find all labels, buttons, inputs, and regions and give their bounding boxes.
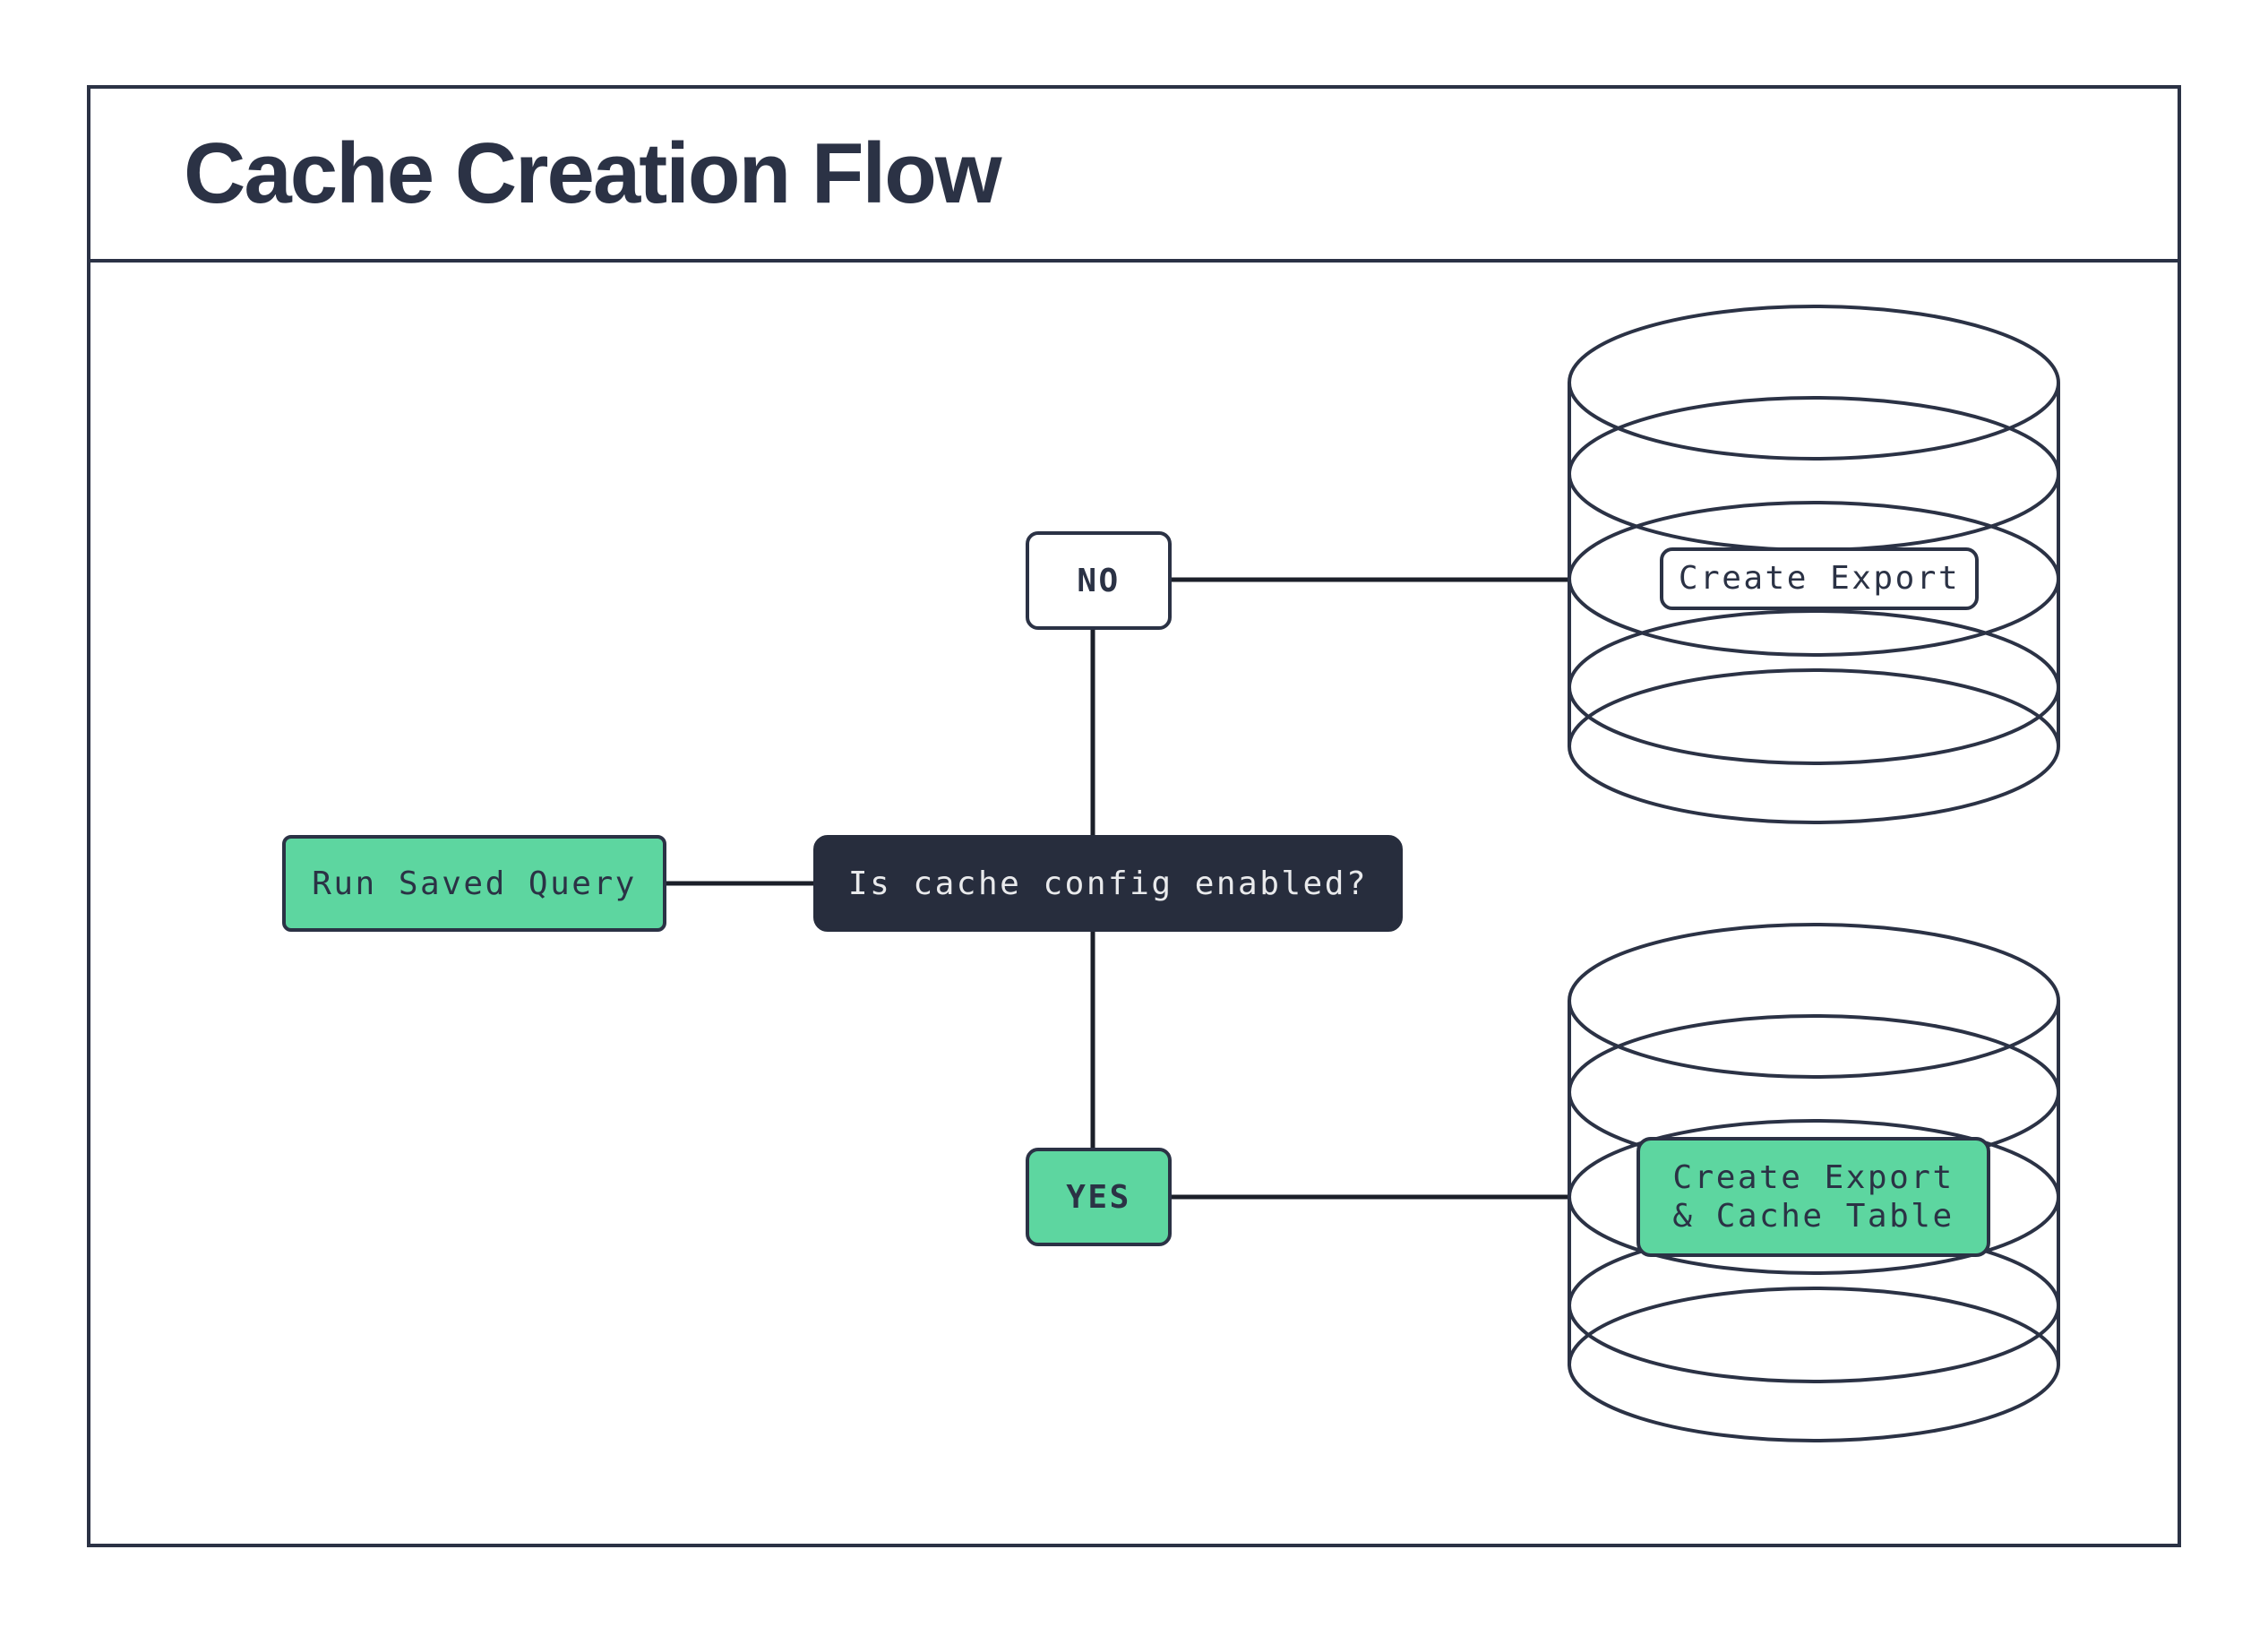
node-cache-config-decision-label: Is cache config enabled? bbox=[847, 865, 1369, 902]
node-run-saved-query: Run Saved Query bbox=[282, 835, 666, 932]
branch-yes: YES bbox=[1026, 1148, 1172, 1246]
branch-no: NO bbox=[1026, 531, 1172, 630]
database-label-create-export-line2: & Cache Table bbox=[1672, 1198, 1954, 1235]
database-label-create-export-line1: Create Export bbox=[1672, 1158, 1954, 1196]
database-label-create-export-cache-table: Create Export & Cache Table bbox=[1637, 1137, 1990, 1257]
page-title: Cache Creation Flow bbox=[184, 125, 1001, 221]
database-label-create-export: Create Export bbox=[1660, 547, 1979, 610]
diagram-frame bbox=[87, 85, 2181, 1547]
node-run-saved-query-label: Run Saved Query bbox=[312, 865, 637, 902]
branch-no-label: NO bbox=[1077, 562, 1121, 599]
diagram-title-bar: Cache Creation Flow bbox=[87, 85, 2181, 263]
node-cache-config-decision: Is cache config enabled? bbox=[813, 835, 1403, 932]
branch-yes-label: YES bbox=[1066, 1178, 1131, 1216]
database-label-create-export-text: Create Export bbox=[1678, 560, 1961, 598]
